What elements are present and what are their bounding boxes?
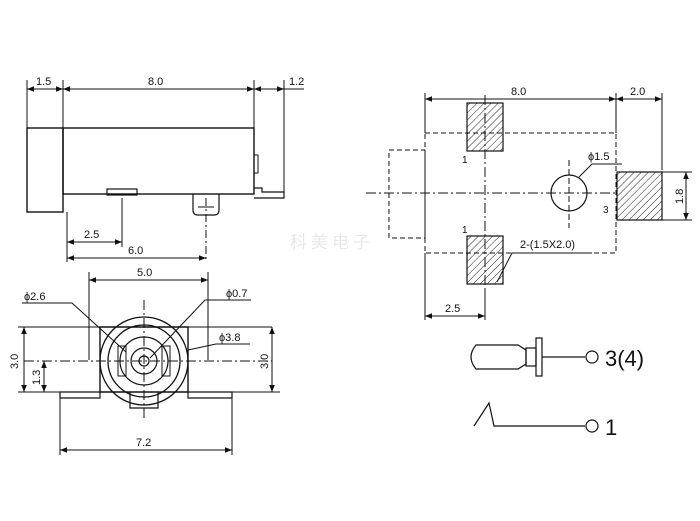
dim-total-width: 7.2 xyxy=(136,437,151,449)
dim-hole-dia: ϕ1.5 xyxy=(588,151,609,163)
dim-peg-offset: 6.0 xyxy=(128,245,143,257)
dim-pad-height: 1.8 xyxy=(674,189,686,204)
dim-outer-dia: ϕ2.6 xyxy=(24,291,45,303)
watermark-text: 科美电子 xyxy=(290,233,374,253)
dim-bottom-offset: 2.5 xyxy=(445,303,460,315)
schematic-label-plug: 3(4) xyxy=(605,346,644,371)
dim-center-height: 1.3 xyxy=(31,370,43,385)
dim-right-height: 3.0 xyxy=(259,354,271,369)
dim-pad-spec: 2-(1.5X2.0) xyxy=(520,239,575,251)
footprint-labels: 8.0 2.0 ϕ1.5 1.8 2-(1.5X2.0) 2.5 1 1 3 xyxy=(445,86,686,315)
schematic-labels: 3(4) 1 xyxy=(605,346,644,440)
dim-top-width: 5.0 xyxy=(137,267,152,279)
pin-label-top: 1 xyxy=(462,155,468,166)
dim-pin-offset: 2.5 xyxy=(84,229,99,241)
dim-left-flange: 1.5 xyxy=(36,76,51,88)
dim-pin-dia: ϕ0.7 xyxy=(226,288,247,300)
schematic-symbol xyxy=(470,337,599,433)
plug-symbol xyxy=(470,344,527,370)
pin-label-right: 3 xyxy=(603,205,609,216)
side-view-labels: 1.5 8.0 1.2 2.5 6.0 xyxy=(36,76,304,257)
schematic-label-spring: 1 xyxy=(605,415,617,440)
pin-label-bottom: 1 xyxy=(462,225,468,236)
dim-right-tab: 1.2 xyxy=(289,76,304,88)
dim-right-offset: 2.0 xyxy=(630,86,645,98)
front-view-labels: 5.0 ϕ2.6 ϕ0.7 ϕ3.8 3.0 1.3 3.0 7.2 xyxy=(9,267,271,449)
footprint-view xyxy=(366,93,692,320)
side-view xyxy=(26,80,304,262)
front-view xyxy=(18,272,280,455)
dim-body-length: 8.0 xyxy=(148,76,163,88)
dim-footprint-width: 8.0 xyxy=(511,86,526,98)
dim-body-dia: ϕ3.8 xyxy=(219,332,240,344)
dim-left-height: 3.0 xyxy=(9,354,21,369)
spring-contact-symbol xyxy=(473,401,585,427)
